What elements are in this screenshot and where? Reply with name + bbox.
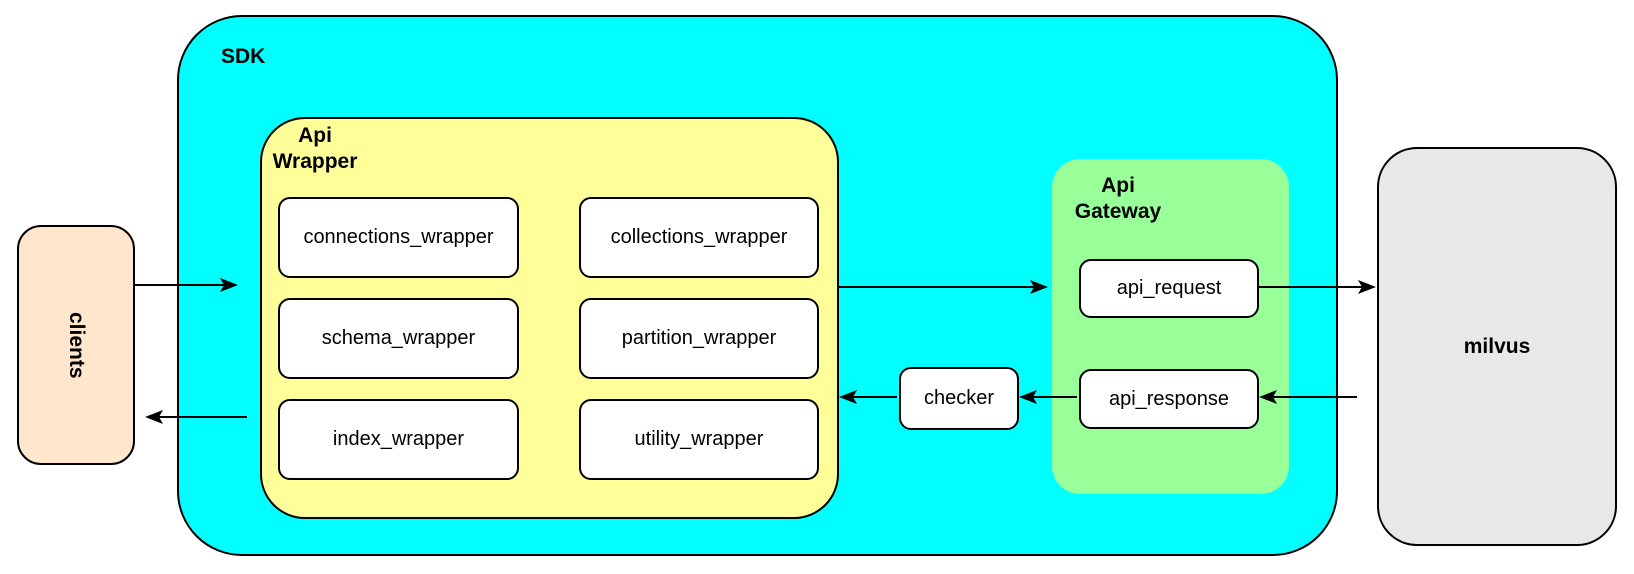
clients-label: clients	[65, 311, 88, 379]
api-gateway-title-line1: Api	[1101, 174, 1135, 197]
milvus-label: milvus	[1463, 334, 1531, 358]
checker-box: checker	[899, 367, 1019, 430]
api-gateway-container: Api Gateway api_request api_response	[1052, 159, 1289, 494]
api-wrapper-title-line1: Api	[298, 124, 332, 147]
utility-wrapper-box: utility_wrapper	[579, 399, 819, 480]
api-response-box: api_response	[1079, 369, 1259, 429]
api-wrapper-grid: connections_wrapper collections_wrapper …	[278, 197, 819, 480]
index-wrapper-box: index_wrapper	[278, 399, 519, 480]
collections-wrapper-box: collections_wrapper	[579, 197, 819, 278]
connections-wrapper-box: connections_wrapper	[278, 197, 519, 278]
api-wrapper-title-line2: Wrapper	[272, 150, 358, 173]
api-wrapper-container: Api Wrapper connections_wrapper collecti…	[260, 117, 839, 519]
api-request-box: api_request	[1079, 259, 1259, 318]
clients-node: clients	[17, 225, 135, 465]
milvus-node: milvus	[1377, 147, 1617, 546]
sdk-container: SDK Api Wrapper connections_wrapper coll…	[177, 15, 1338, 556]
api-wrapper-title: Api Wrapper	[267, 123, 363, 175]
api-gateway-title: Api Gateway	[1070, 173, 1166, 225]
api-gateway-title-line2: Gateway	[1074, 200, 1162, 223]
sdk-title: SDK	[221, 45, 266, 68]
schema-wrapper-box: schema_wrapper	[278, 298, 519, 379]
partition-wrapper-box: partition_wrapper	[579, 298, 819, 379]
